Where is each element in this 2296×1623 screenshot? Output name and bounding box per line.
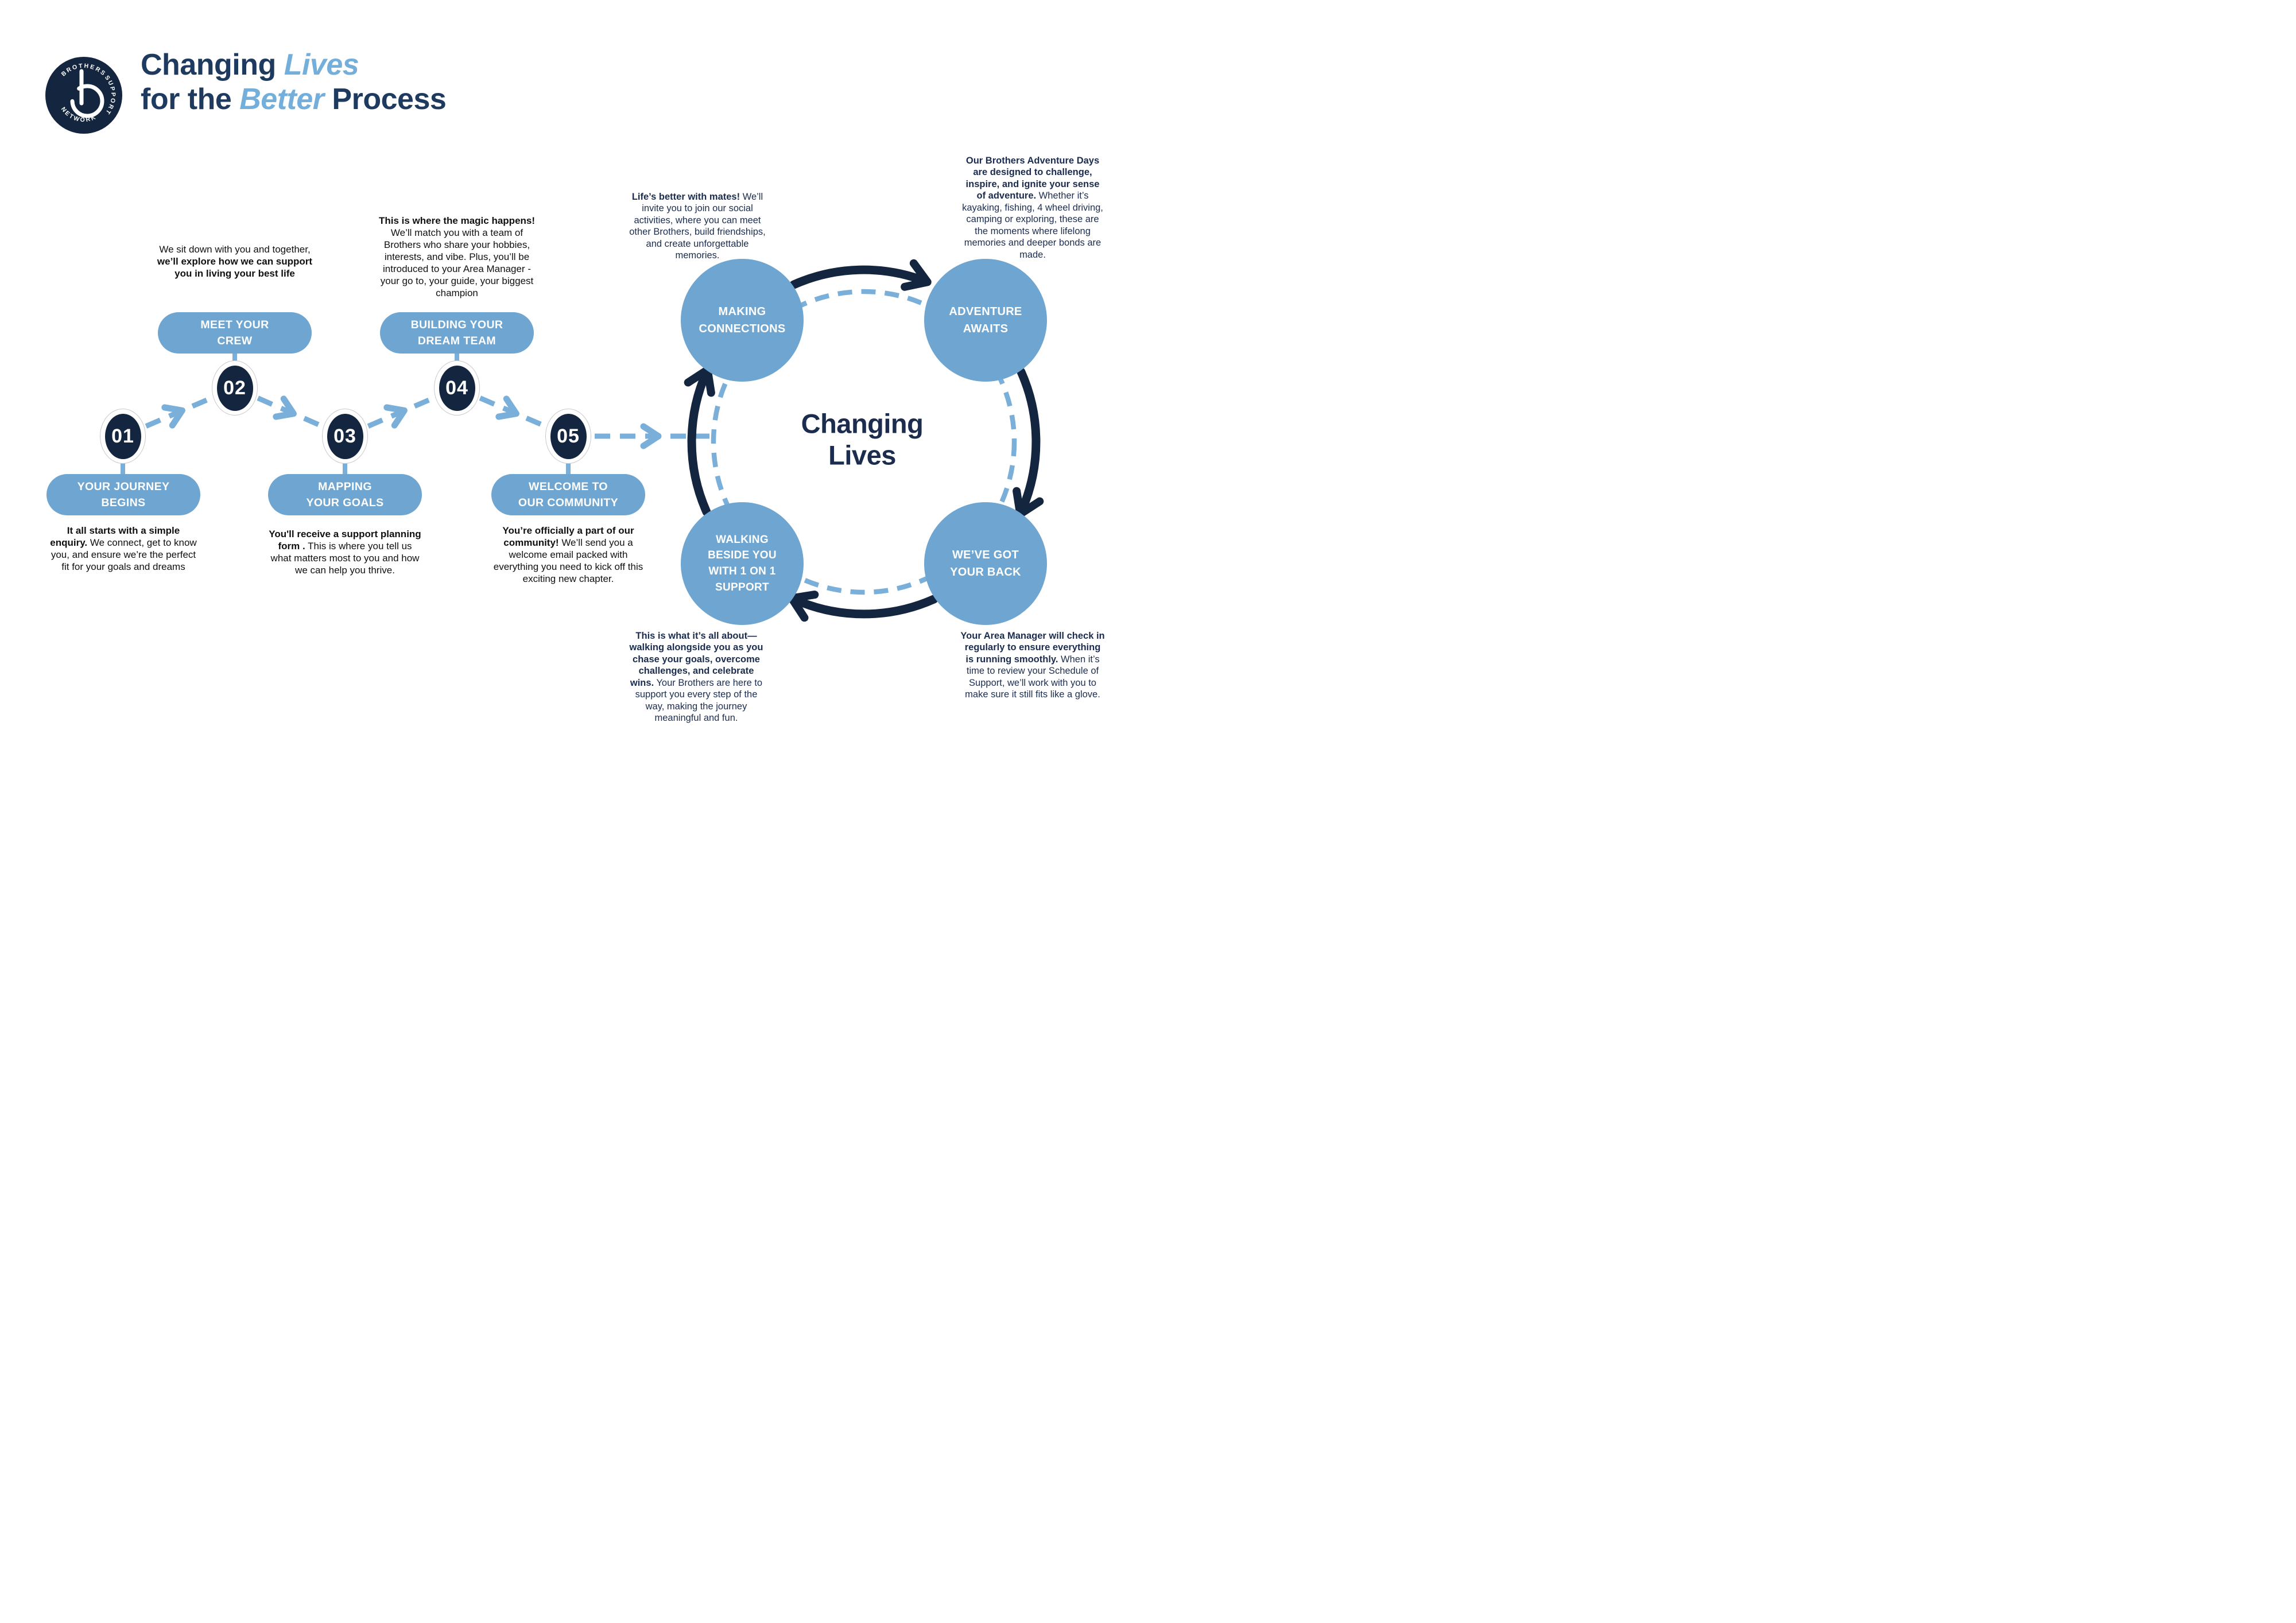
step-number-04: 04 (434, 360, 480, 416)
logo-b-monogram (70, 69, 104, 118)
step-note-04: This is where the magic happens! We’ll m… (378, 215, 536, 299)
page-title: Changing Lives for the Better Process (141, 48, 447, 117)
infographic-canvas: BROTHERS SUPPORT NETWORK Changing Lives … (0, 0, 1148, 812)
step-number-01: 01 (100, 409, 146, 464)
cycle-note-weve-got-your-back: Your Area Manager will check in regularl… (960, 631, 1105, 700)
title-line-1: Changing Lives (141, 48, 359, 81)
cycle-dashed-ring (711, 289, 1017, 595)
logo-icon: BROTHERS SUPPORT NETWORK (45, 57, 122, 134)
step-note-03: You'll receive a support planning form .… (269, 529, 421, 576)
zigzag-dashed-arrows (122, 385, 709, 439)
title-line-2: for the Better Process (141, 83, 447, 117)
step-note-01: It all starts with a simple enquiry. We … (50, 525, 197, 573)
cycle-note-walking-beside-you: This is what it’s all about—walking alon… (629, 631, 763, 724)
step-number-02: 02 (212, 360, 258, 416)
step-number-03: 03 (322, 409, 368, 464)
cycle-navy-arrows (684, 259, 1044, 622)
step-note-05: You’re officially a part of our communit… (493, 525, 643, 585)
cycle-note-adventure-awaits: Our Brothers Adventure Days are designed… (962, 156, 1103, 260)
step-number-05: 05 (545, 409, 591, 464)
brothers-support-network-logo: BROTHERS SUPPORT NETWORK (45, 57, 122, 134)
cycle-note-making-connections: Life’s better with mates! We’ll invite y… (629, 192, 766, 261)
step-note-02: We sit down with you and together, we’ll… (157, 244, 313, 279)
